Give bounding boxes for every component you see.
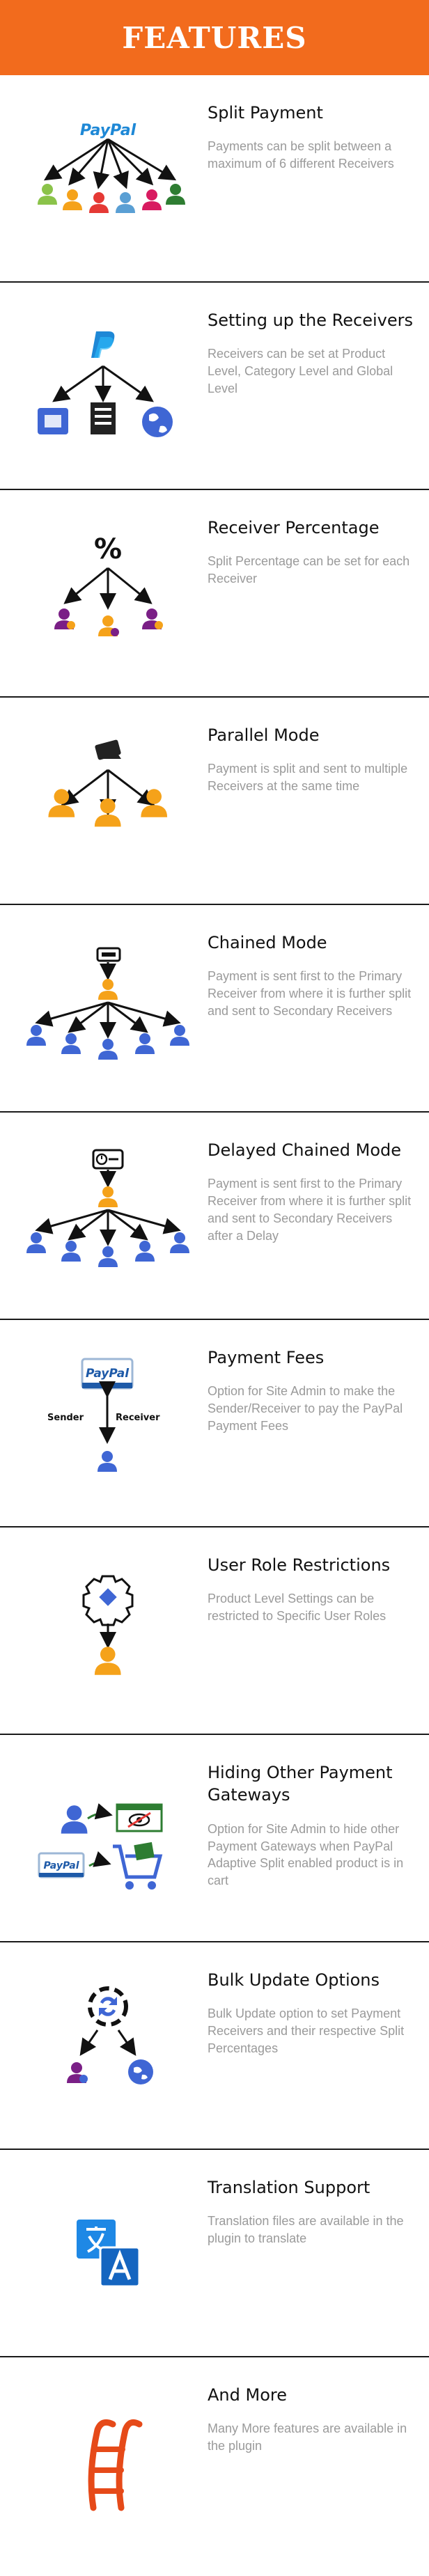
feature-description: Option for Site Admin to make the Sender… [208, 1384, 403, 1434]
user-role-icon [21, 1555, 195, 1702]
page-title: FEATURES [122, 20, 307, 55]
feature-title: Split Payment [208, 103, 323, 123]
feature-bulk-update: Bulk Update Options Bulk Update option t… [0, 1942, 429, 2150]
svg-text:PayPal: PayPal [43, 1860, 79, 1871]
svg-text:%: % [94, 533, 122, 565]
feature-payment-fees: PayPal Sender Receiver Payment Fees Opti… [0, 1320, 429, 1527]
feature-setting-receivers: Setting up the Receivers Receivers can b… [0, 283, 429, 490]
svg-text:Receiver: Receiver [116, 1413, 160, 1423]
feature-title: User Role Restrictions [208, 1555, 391, 1575]
svg-text:Sender: Sender [47, 1413, 84, 1423]
feature-title: Payment Fees [208, 1348, 325, 1367]
feature-and-more: And More Many More features are availabl… [0, 2357, 429, 2565]
feature-description: Option for Site Admin to hide other Paym… [208, 1821, 404, 1888]
parallel-mode-icon [21, 725, 195, 872]
feature-translation-support: Translation Support Translation files ar… [0, 2150, 429, 2357]
feature-description: Payment is sent first to the Primary Rec… [208, 969, 412, 1019]
feature-title: Bulk Update Options [208, 1970, 380, 1990]
feature-description: Receivers can be set at Product Level, C… [208, 347, 393, 396]
chained-mode-icon [21, 933, 195, 1079]
feature-title: Setting up the Receivers [208, 311, 413, 330]
feature-description: Payment is sent first to the Primary Rec… [208, 1177, 412, 1243]
feature-title: Parallel Mode [208, 725, 320, 745]
feature-description: Translation files are available in the p… [208, 2214, 404, 2246]
feature-hiding-gateways: PayPal Hiding Other Payment Gateways Opt… [0, 1735, 429, 1942]
feature-description: Split Percentage can be set for each Rec… [208, 554, 410, 586]
feature-title: Hiding Other Payment Gateways [208, 1763, 393, 1805]
hide-gateways-icon: PayPal [21, 1763, 195, 1909]
svg-text:PayPal: PayPal [86, 1367, 130, 1381]
setup-receivers-icon [21, 311, 195, 457]
feature-receiver-percentage: % Receiver Percentage Split Percentage c… [0, 490, 429, 698]
feature-chained-mode: Chained Mode Payment is sent first to th… [0, 905, 429, 1113]
features-header: FEATURES [0, 0, 429, 75]
feature-delayed-chained-mode: Delayed Chained Mode Payment is sent fir… [0, 1113, 429, 1320]
feature-description: Bulk Update option to set Payment Receiv… [208, 2006, 405, 2056]
feature-title: Delayed Chained Mode [208, 1140, 402, 1160]
feature-title: Receiver Percentage [208, 518, 380, 537]
percentage-icon: % [21, 518, 195, 664]
translation-icon [21, 2178, 195, 2324]
feature-description: Payment is split and sent to multiple Re… [208, 762, 408, 794]
ladder-icon [21, 2385, 195, 2531]
delayed-chained-mode-icon [21, 1140, 195, 1287]
payment-fees-icon: PayPal Sender Receiver [21, 1348, 195, 1494]
feature-parallel-mode: Parallel Mode Payment is split and sent … [0, 698, 429, 905]
feature-description: Many More features are available in the … [208, 2421, 407, 2453]
feature-title: Translation Support [208, 2178, 370, 2197]
feature-split-payment: PayPal Split Payment Payments can [0, 75, 429, 283]
feature-user-role-restrictions: User Role Restrictions Product Level Set… [0, 1527, 429, 1735]
feature-description: Payments can be split between a maximum … [208, 139, 394, 171]
feature-title: Chained Mode [208, 933, 327, 952]
feature-title: And More [208, 2385, 287, 2405]
paypal-split-icon: PayPal [21, 103, 195, 249]
bulk-update-icon [21, 1970, 195, 2116]
feature-description: Product Level Settings can be restricted… [208, 1592, 387, 1624]
svg-text:PayPal: PayPal [80, 122, 136, 139]
